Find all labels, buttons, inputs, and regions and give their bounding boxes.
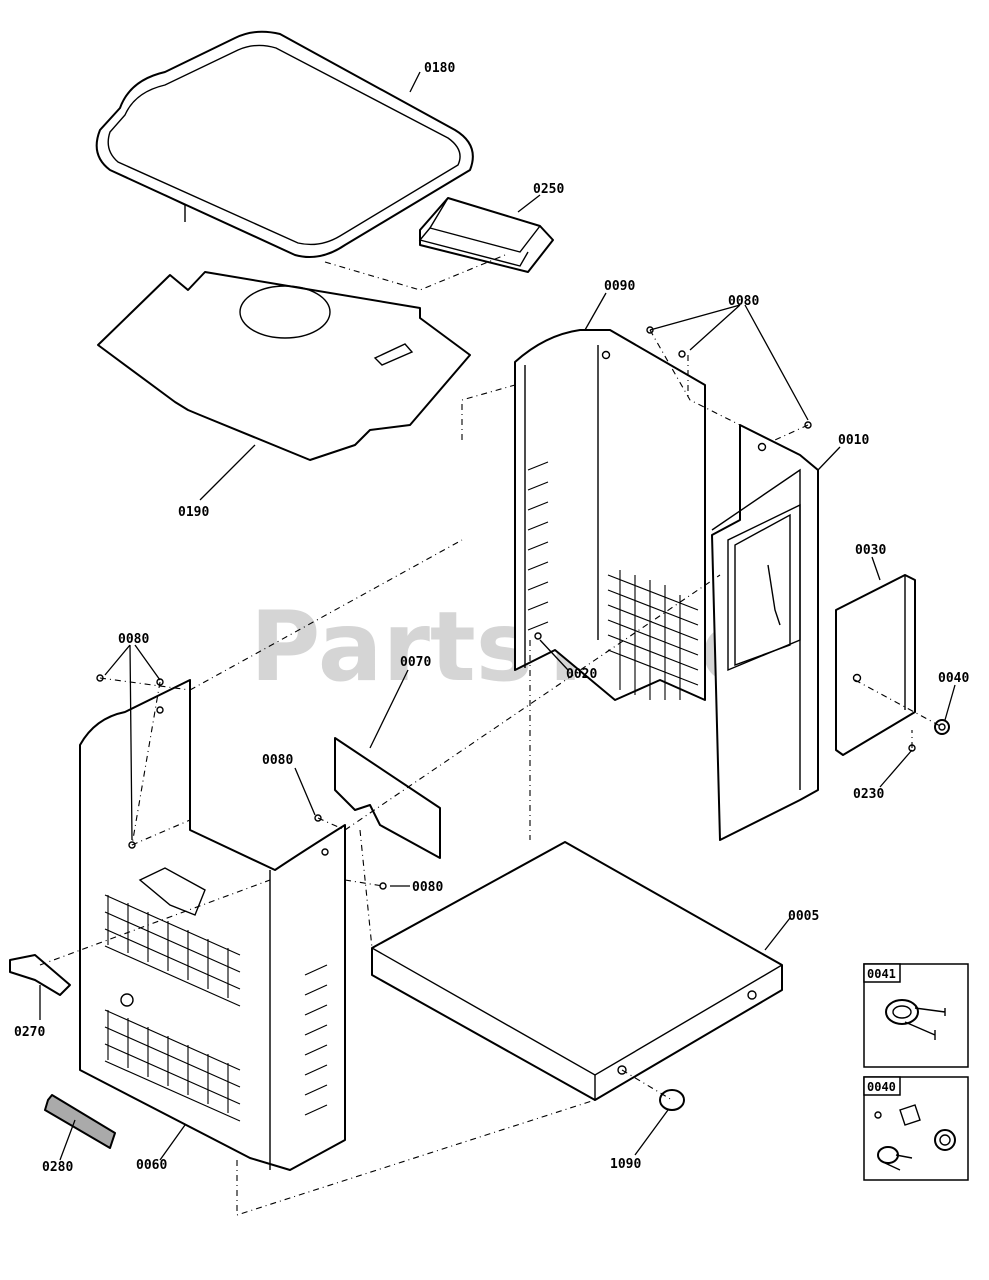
lock-parts-icon [874, 1104, 956, 1171]
label-0080-mid: 0080 [262, 753, 293, 768]
part-0010-side-panel[interactable] [711, 424, 819, 841]
inset-0040[interactable]: 0040 [863, 1076, 969, 1181]
part-labels: 0180 0250 0090 0080 0010 0190 0030 0040 … [14, 61, 969, 1175]
part-0280-label[interactable] [44, 1094, 116, 1149]
label-0080-left: 0080 [118, 632, 149, 647]
part-0250-panel[interactable] [418, 197, 554, 273]
part-0270-handle[interactable] [9, 954, 71, 996]
vent-slots-0060 [304, 964, 328, 1116]
inset-0041[interactable]: 0041 [863, 963, 969, 1068]
label-0060: 0060 [136, 1158, 167, 1173]
label-1090: 1090 [610, 1157, 641, 1172]
leader-lines [39, 71, 956, 1161]
inset-0040-label: 0040 [867, 1080, 896, 1094]
lock-with-keys-icon [885, 999, 946, 1040]
label-0250: 0250 [533, 182, 564, 197]
label-0010: 0010 [838, 433, 869, 448]
grill-mesh-0090 [607, 570, 699, 700]
label-0190: 0190 [178, 505, 209, 520]
grill-upper-0060 [104, 894, 241, 1007]
label-0070: 0070 [400, 655, 431, 670]
label-0020: 0020 [566, 667, 597, 682]
part-0040-knob[interactable] [934, 719, 950, 735]
vent-slots-0090 [527, 461, 549, 631]
part-0190-plate[interactable] [97, 271, 471, 461]
part-0060-front-cabinet[interactable] [79, 679, 346, 1171]
label-0030: 0030 [855, 543, 886, 558]
label-0080-top: 0080 [728, 294, 759, 309]
inset-0041-label: 0041 [867, 967, 896, 981]
part-0180-lid[interactable] [95, 30, 474, 258]
label-0180: 0180 [424, 61, 455, 76]
label-0270: 0270 [14, 1025, 45, 1040]
label-0040: 0040 [938, 671, 969, 686]
part-1090-cap[interactable] [659, 1089, 685, 1111]
part-0030-door[interactable] [835, 574, 916, 756]
part-0070-plate[interactable] [334, 737, 441, 859]
label-0080-low: 0080 [412, 880, 443, 895]
part-0005-base[interactable] [371, 841, 783, 1101]
screws-0080 [96, 326, 916, 890]
grill-lower-0060 [104, 1009, 241, 1122]
label-0280: 0280 [42, 1160, 73, 1175]
assembly-lines [39, 254, 943, 1216]
label-0090: 0090 [604, 279, 635, 294]
label-0005: 0005 [788, 909, 819, 924]
part-0090-rear-panel[interactable] [514, 329, 706, 701]
label-0230: 0230 [853, 787, 884, 802]
